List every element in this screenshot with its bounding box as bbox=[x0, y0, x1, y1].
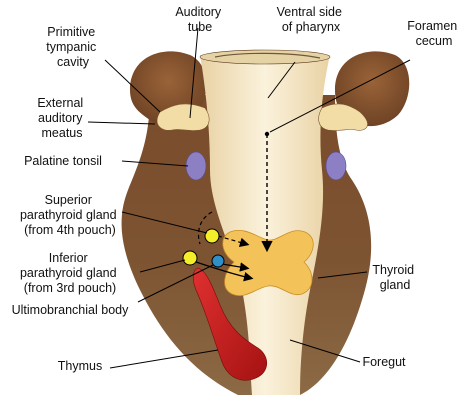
right-palatine-tonsil bbox=[325, 151, 347, 181]
labels: Auditory tube Ventral side of pharynx Fo… bbox=[12, 5, 461, 373]
left-palatine-tonsil bbox=[185, 151, 207, 181]
leader-lines bbox=[87, 27, 411, 369]
label-primitive-tympanic-cavity: Primitive tympanic cavity bbox=[46, 25, 100, 69]
label-inferior-parathyroid: Inferior parathyroid gland (from 3rd pou… bbox=[20, 251, 120, 295]
label-foregut: Foregut bbox=[362, 355, 406, 369]
label-foramen-cecum: Foramen cecum bbox=[407, 19, 461, 48]
label-ultimobranchial-body: Ultimobranchial body bbox=[12, 303, 129, 317]
inferior-parathyroid-arrow bbox=[195, 261, 254, 282]
thymus bbox=[192, 267, 268, 381]
foramen-cecum-dot bbox=[264, 131, 270, 137]
ultimobranchial-body bbox=[211, 254, 225, 268]
label-superior-parathyroid: Superior parathyroid gland (from 4th pou… bbox=[20, 193, 120, 237]
left-tympanic-cavity bbox=[156, 103, 210, 131]
label-auditory-tube: Auditory tube bbox=[175, 5, 224, 34]
right-tympanic-cavity bbox=[318, 103, 368, 131]
thyroid-gland bbox=[222, 230, 314, 296]
label-ventral-side: Ventral side of pharynx bbox=[277, 5, 346, 34]
label-thymus: Thymus bbox=[58, 359, 102, 373]
pharynx-top-opening bbox=[199, 49, 331, 65]
superior-parathyroid-arrow bbox=[217, 235, 250, 247]
inferior-parathyroid-gland bbox=[182, 250, 198, 266]
ultimobranchial-arrow bbox=[221, 262, 250, 272]
label-palatine-tonsil: Palatine tonsil bbox=[24, 154, 102, 168]
superior-parathyroid-path bbox=[197, 211, 213, 245]
label-thyroid-gland: Thyroid gland bbox=[372, 263, 417, 292]
superior-parathyroid-gland bbox=[204, 228, 220, 244]
label-external-auditory-meatus: External auditory meatus bbox=[37, 96, 86, 140]
pharynx-tube bbox=[200, 55, 330, 395]
